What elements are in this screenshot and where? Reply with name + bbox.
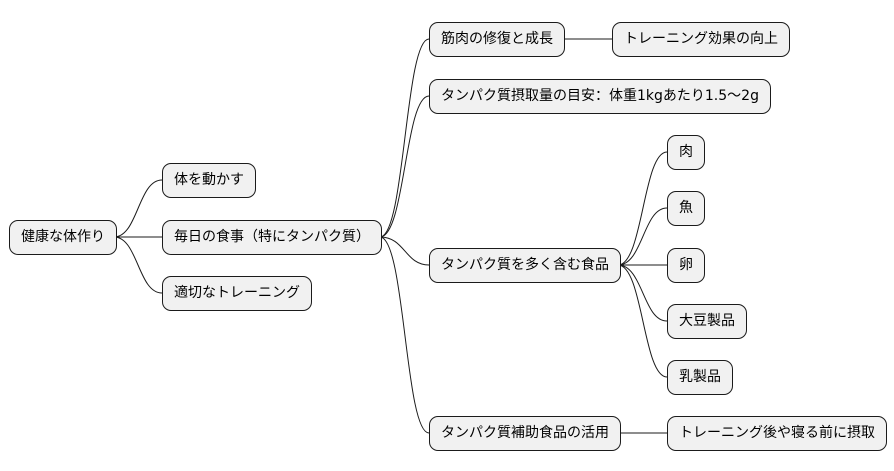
node-muscle-repair: 筋肉の修復と成長 [429, 22, 565, 57]
node-root: 健康な体作り [9, 220, 117, 255]
edge-diet-supplements [379, 236, 430, 434]
edge-diet-muscle [379, 38, 430, 238]
node-food-dairy: 乳製品 [667, 360, 733, 395]
edge-root-exercise [113, 179, 163, 238]
node-food-fish: 魚 [667, 191, 705, 226]
node-intake-guideline: タンパク質摂取量の目安：体重1kgあたり1.5〜2g [429, 79, 771, 114]
edge-root-training [113, 236, 163, 294]
node-exercise: 体を動かす [162, 163, 256, 198]
edge-diet-foods [379, 236, 430, 266]
node-food-egg: 卵 [667, 248, 705, 283]
edge-foods-meat [617, 151, 668, 266]
edge-foods-dairy [617, 264, 668, 378]
edge-diet-intake [379, 95, 430, 238]
node-food-soy: 大豆製品 [667, 304, 747, 339]
edge-foods-soy [617, 264, 668, 322]
node-food-meat: 肉 [667, 135, 705, 170]
node-protein-foods: タンパク質を多く含む食品 [429, 248, 621, 283]
edge-foods-fish [617, 207, 668, 266]
node-supplements: タンパク質補助食品の活用 [429, 416, 621, 451]
node-muscle-repair-detail: トレーニング効果の向上 [612, 22, 790, 57]
node-supplements-detail: トレーニング後や寝る前に摂取 [667, 416, 887, 451]
node-training: 適切なトレーニング [162, 276, 312, 311]
node-diet: 毎日の食事（特にタンパク質） [162, 220, 382, 255]
